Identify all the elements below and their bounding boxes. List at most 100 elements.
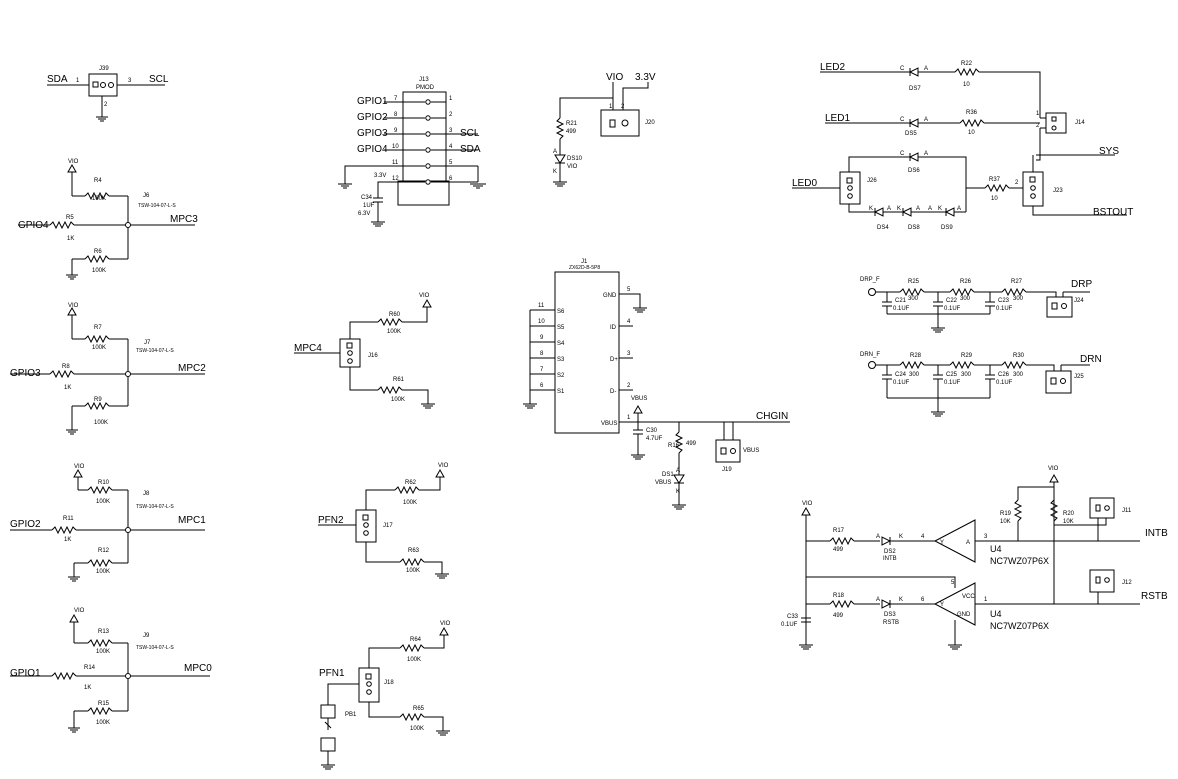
c25-value: 0.1UF	[944, 380, 961, 386]
r21-value: 499	[566, 129, 577, 135]
vio-label: VIO	[802, 501, 813, 507]
pin: 5	[627, 287, 631, 293]
u4-ref: U4	[990, 544, 1002, 554]
gpio2-label: GPIO2	[10, 519, 41, 530]
s1-pin: S1	[557, 389, 565, 395]
pin: 6	[921, 597, 925, 603]
cathode-pin: K	[676, 489, 680, 495]
c26-ref: C26	[998, 372, 1010, 378]
j19-ref: J19	[722, 467, 732, 473]
j8-ref: J8	[143, 491, 150, 497]
r22-ref: R22	[961, 61, 973, 67]
mpc3-label: MPC3	[170, 214, 198, 225]
pin: 4	[449, 144, 453, 150]
mpc2-circuit: VIO R7 100K R8 1K R9 100K J7 TSW-104-07-…	[10, 303, 206, 435]
vcc-pin: VCC	[962, 594, 975, 600]
vio-label: VIO	[74, 608, 85, 614]
intb-label: INTB	[1145, 528, 1168, 539]
r37-ref: R37	[989, 177, 1001, 183]
c30-ref: C30	[646, 428, 658, 434]
r8-value: 1K	[64, 385, 71, 391]
j7-ref: J7	[144, 340, 151, 346]
pin: 9	[540, 335, 544, 341]
r11-ref: R11	[63, 516, 74, 522]
vio-label: VIO	[68, 303, 79, 309]
pin: 6	[540, 383, 544, 389]
r29-value: 300	[961, 372, 972, 378]
anode-pin: A	[876, 534, 880, 540]
pin: 3	[984, 534, 988, 540]
r5-value: 1K	[67, 236, 74, 242]
j25-ref: J25	[1074, 374, 1084, 380]
cathode-pin: C	[900, 151, 905, 157]
j13-pmod-connector: J13 PMOD GPIO1 GPIO2 GPIO3 GPIO4 SCL SDA…	[338, 77, 486, 227]
r12-ref: R12	[98, 548, 110, 554]
vio-label: VIO	[606, 72, 623, 83]
r16-value: 499	[686, 441, 697, 447]
vbus-label: VBUS	[631, 396, 647, 402]
s5-pin: S5	[557, 325, 565, 331]
pin: 1	[1036, 111, 1040, 117]
c33-value: 0.1UF	[781, 622, 798, 628]
vio-label: VIO	[419, 293, 430, 299]
pin: 1	[627, 415, 631, 421]
ds4-ref: DS4	[877, 225, 889, 231]
j39-connector: SDA SCL J39 1 3 2	[47, 66, 169, 122]
cathode-pin: C	[900, 117, 905, 123]
pin: 12	[392, 176, 399, 182]
anode-pin: A	[957, 206, 961, 212]
r18-ref: R18	[833, 593, 845, 599]
r37-value: 10	[991, 196, 998, 202]
r5-ref: R5	[66, 215, 74, 221]
r26-ref: R26	[960, 279, 972, 285]
u4-ref: U4	[990, 609, 1002, 619]
gpio1-label: GPIO1	[357, 96, 388, 107]
r4-ref: R4	[94, 178, 102, 184]
r20-ref: R20	[1063, 511, 1075, 517]
pin: 4	[627, 319, 631, 325]
anode-pin: A	[887, 206, 891, 212]
mpc1-circuit: VIO R10 100K R11 1K R12 100K J8 TSW-104-…	[10, 464, 206, 582]
r62-ref: R62	[405, 480, 417, 486]
ds6-ref: DS6	[908, 168, 920, 174]
u4-part: NC7WZ07P6X	[990, 621, 1049, 631]
pin: 5	[449, 160, 453, 166]
j13-part: PMOD	[416, 85, 435, 91]
r29-ref: R29	[961, 353, 973, 359]
r65-value: 100K	[410, 726, 424, 732]
pin: 7	[394, 96, 398, 102]
c34-value: 1UF	[363, 203, 375, 209]
cathode-pin: K	[899, 597, 903, 603]
gpio2-label: GPIO2	[357, 112, 388, 123]
ds5-ref: DS5	[905, 131, 917, 137]
pin: 5	[951, 580, 955, 586]
vio-label: VIO	[1048, 466, 1059, 472]
ds1-label: VBUS	[655, 480, 671, 486]
r7-ref: R7	[94, 325, 102, 331]
r14-value: 1K	[84, 685, 91, 691]
r10-ref: R10	[98, 480, 110, 486]
c24-ref: C24	[895, 372, 907, 378]
r64-value: 100K	[407, 657, 421, 663]
s6-pin: S6	[557, 309, 565, 315]
id-pin: ID	[610, 325, 617, 331]
c23-value: 0.1UF	[996, 306, 1013, 312]
j1-usb-connector: J1 ZX62D-B-5P8 11 10 9 8 7 6 S6 S5 S4 S3…	[523, 259, 790, 510]
chgin-label: CHGIN	[756, 411, 788, 422]
led1-label: LED1	[825, 113, 850, 124]
pin: 2	[104, 102, 108, 108]
pin: 2	[627, 383, 631, 389]
anode-pin: A	[916, 206, 920, 212]
r36-value: 10	[968, 130, 975, 136]
c24-value: 0.1UF	[893, 380, 910, 386]
pin: 4	[921, 534, 925, 540]
r19-ref: R19	[1000, 511, 1012, 517]
led-indicator-circuit: LED2 LED1 LED0 SYS BSTOUT R22 10 R36 10 …	[792, 61, 1133, 231]
r6-value: 100K	[92, 268, 106, 274]
pin: 10	[538, 319, 545, 325]
ds2-label: INTB	[883, 556, 897, 562]
gnd-pin: GND	[603, 293, 617, 299]
vio-label: VIO	[438, 463, 449, 469]
bstout-label: BSTOUT	[1093, 207, 1133, 218]
pfn1-label: PFN1	[319, 668, 345, 679]
